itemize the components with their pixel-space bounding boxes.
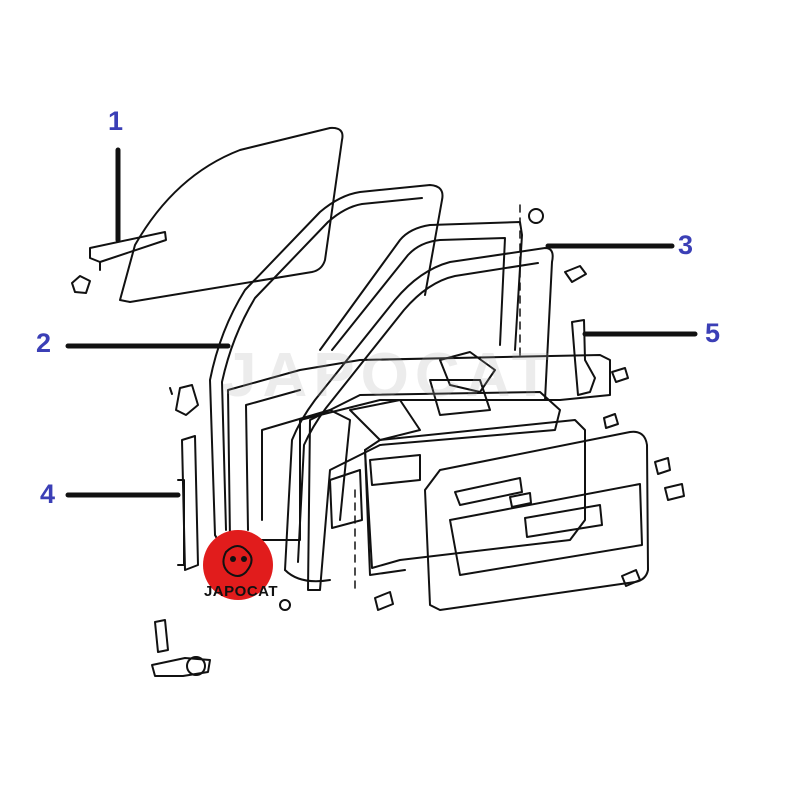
glass-run-channel (71, 231, 167, 294)
inner-door-seal (284, 247, 554, 583)
inner-door-panel (307, 351, 561, 591)
logo-text: JAPOCAT (203, 583, 279, 600)
watermark: JAPOCAT (222, 341, 556, 410)
rear-run-channel (175, 384, 199, 571)
callout-4: 4 (40, 479, 56, 509)
door-trim-panel (364, 419, 586, 576)
japocat-logo (203, 530, 273, 600)
callout-5: 5 (705, 318, 721, 348)
callout-2: 2 (36, 328, 52, 358)
callout-3: 3 (678, 230, 694, 260)
door-trim-panel-front (424, 430, 649, 611)
door-glass (119, 126, 344, 303)
front-run-channel (571, 319, 596, 396)
door-shell (227, 221, 611, 541)
fasteners (169, 208, 685, 611)
callout-1: 1 (108, 106, 124, 136)
door-check (151, 619, 211, 677)
alignment-line (354, 204, 521, 591)
